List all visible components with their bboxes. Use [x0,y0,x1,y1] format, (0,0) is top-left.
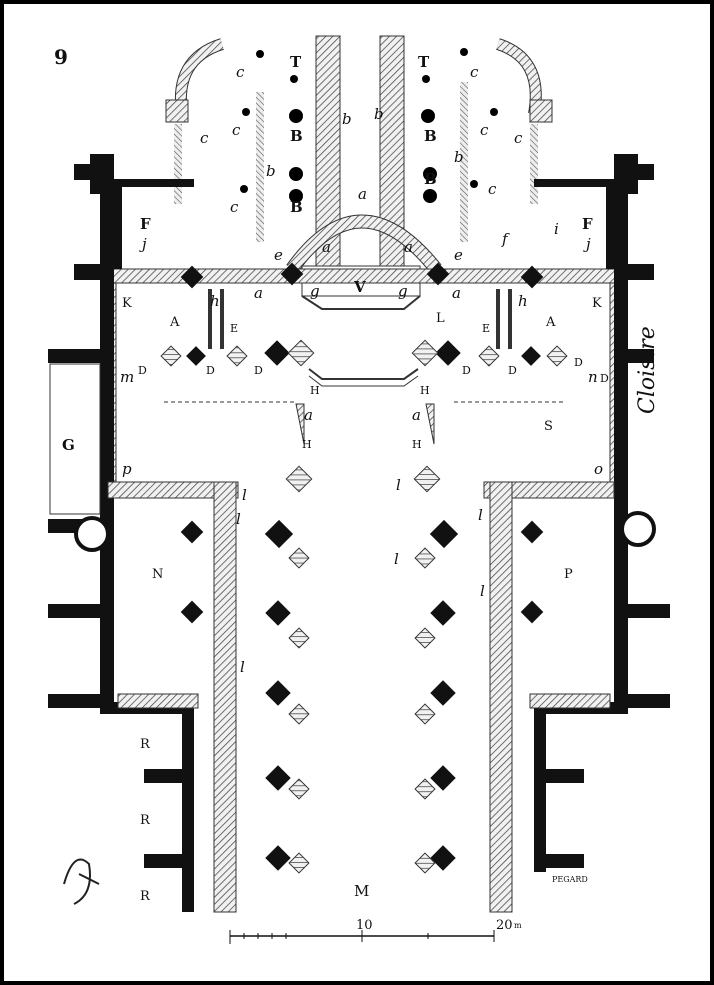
label-E-left: E [230,322,238,335]
label-g-left: g [310,282,320,300]
label-g-right: g [398,282,408,300]
label-l4: l [394,550,399,568]
label-c3: c [232,121,241,139]
label-c7: c [230,198,239,216]
label-P: P [564,567,573,582]
label-c6: c [514,129,523,147]
label-p: p [122,460,132,478]
label-H1: H [310,384,320,397]
label-a-H-left: a [304,406,313,424]
label-o: o [594,460,603,478]
scale-mid-label: 10 [356,918,373,933]
label-b1: b [342,110,352,128]
label-B1-right: B [424,127,437,145]
label-B2-left: B [290,198,303,216]
engraver-credit: PEGARD [552,875,588,884]
label-K-left: K [122,296,132,311]
label-L: L [436,311,445,326]
transept [103,268,625,484]
label-B2-right: B [424,170,437,188]
label-H3: H [302,438,312,451]
label-D7: D [600,372,609,385]
label-n: n [588,368,598,386]
label-c4: c [480,121,489,139]
label-R3: R [140,889,151,904]
label-c8: c [488,180,497,198]
label-E-right: E [482,322,490,335]
label-T-left: T [290,53,302,71]
label-j-right: j [583,235,591,253]
label-i: i [554,220,559,238]
label-a-H-right: a [412,406,421,424]
label-e-left: e [274,246,283,264]
label-D1: D [138,364,147,377]
label-e-right: e [454,246,463,264]
nave-walls [107,481,615,913]
choir-piers [240,48,498,203]
label-T-right: T [418,53,430,71]
label-V: V [353,278,366,296]
label-M: M [354,882,369,900]
scale-bar [229,930,495,944]
choir-walls [165,35,553,310]
label-D3: D [254,364,263,377]
label-m: m [120,368,134,386]
nave-wall-right [489,481,513,913]
cloister-label: Cloistre [635,326,660,414]
scale-end-label: 20 [496,918,513,933]
signature-mark [63,858,100,905]
label-D6: D [574,356,583,369]
figure-number: 9 [54,45,68,69]
label-c5: c [200,129,209,147]
label-S: S [544,419,553,434]
nave-wall-left [213,481,237,913]
label-R1: R [140,737,151,752]
label-l7: l [236,510,241,528]
label-R2: R [140,813,151,828]
label-l5: l [480,582,485,600]
label-H2: H [420,384,430,397]
label-j-left: j [139,235,147,253]
label-K-right: K [592,296,602,311]
label-A-right: A [545,315,556,330]
label-c1: c [236,63,245,81]
label-f: f [501,230,510,248]
label-l1: l [242,486,247,504]
label-F-left: F [140,215,151,233]
label-G: G [62,436,75,454]
label-a-transept-right: a [452,284,461,302]
nave-piers [160,262,568,874]
label-c2: c [470,63,479,81]
outer-walls [48,154,670,912]
side-elements [49,363,656,552]
label-a-transept-left: a [254,284,263,302]
label-h-right: h [518,292,528,310]
label-D2: D [206,364,215,377]
plan-letter-labels: T T B B B B c c c c c c c c b b b b a a … [62,53,609,904]
label-b3: b [266,162,276,180]
scale-unit: m [514,921,522,930]
label-l2: l [396,476,401,494]
label-N: N [152,567,163,582]
label-l3: l [478,506,483,524]
label-D5: D [508,364,517,377]
label-F-right: F [582,215,593,233]
label-a-right: a [404,238,413,256]
label-a-left: a [322,238,331,256]
cathedral-floor-plan: 9 Cloistre PEGARD 10 20 m T T B B B B c … [48,35,670,944]
label-b2: b [374,105,384,123]
label-D4: D [462,364,471,377]
plan-plate: 9 Cloistre PEGARD 10 20 m T T B B B B c … [4,4,710,981]
label-A-left: A [169,315,180,330]
label-a-arch: a [358,185,367,203]
label-H4: H [412,438,422,451]
label-h-left: h [210,292,220,310]
label-B1-left: B [290,127,303,145]
label-l6: l [240,658,245,676]
label-b4: b [454,148,464,166]
